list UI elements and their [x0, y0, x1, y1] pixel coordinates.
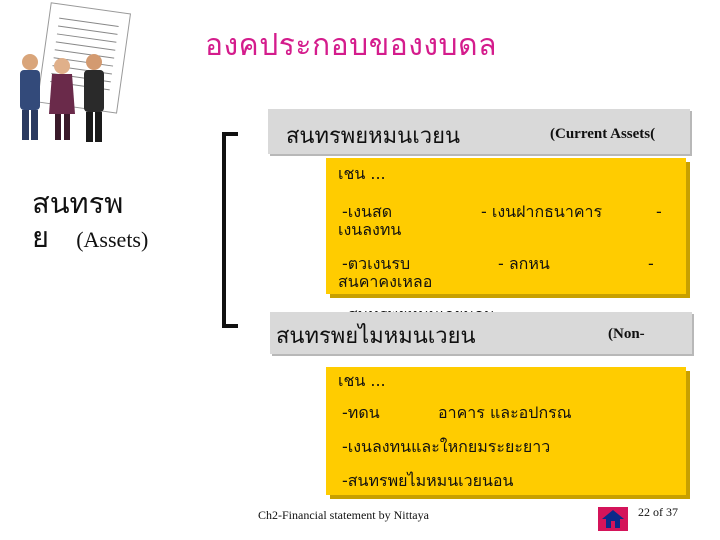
current-item-dash-2: -	[648, 254, 654, 273]
noncurrent-assets-title-th: สนทรพยไมหมนเวยน	[276, 324, 476, 349]
current-item-bank-deposit: - เงนฝากธนาคาร	[481, 202, 603, 221]
page-number: 22 of 37	[638, 505, 678, 519]
current-item-inventory: สนคาคงเหลอ	[338, 272, 433, 291]
assets-label: สนทรพ ย (Assets)	[32, 186, 222, 257]
home-icon[interactable]	[598, 507, 628, 531]
footer-caption: Ch2-Financial statement by Nittaya	[258, 508, 429, 522]
noncurrent-item-long-investment: -เงนลงทนและใหกยมระยะยาว	[342, 437, 551, 456]
current-example-label: เชน ...	[338, 164, 386, 183]
noncurrent-assets-box: เชน ... -ทดน อาคาร และอปกรณ -เงนลงทนและใ…	[326, 367, 686, 495]
bracket-top	[222, 132, 238, 136]
noncurrent-item-building: อาคาร และอปกรณ	[438, 403, 572, 422]
current-item-receivables: - ลกหน	[498, 254, 550, 273]
current-assets-title-th: สนทรพยหมนเวยน	[286, 124, 461, 149]
assets-label-en: (Assets)	[76, 227, 149, 252]
current-assets-box: เชน ... -เงนสด เงนลงทน - เงนฝากธนาคาร - …	[326, 158, 686, 294]
bracket-bottom	[222, 324, 238, 328]
current-assets-header: สนทรพยหมนเวยน (Current Assets(	[268, 109, 690, 154]
current-assets-title-en: (Current Assets(	[550, 126, 656, 142]
slide-title: องคประกอบของงบดล	[205, 28, 497, 63]
current-item-cash: -เงนสด	[342, 202, 393, 221]
noncurrent-assets-header: สนทรพยไมหมนเวยน (Non-	[270, 312, 692, 354]
noncurrent-assets-title-en: (Non-	[608, 326, 645, 342]
noncurrent-example-label: เชน ...	[338, 371, 386, 390]
assets-label-th-line2: ย	[32, 220, 49, 254]
business-people-illustration	[20, 2, 132, 142]
assets-label-th-line1: สนทรพ	[32, 186, 124, 220]
current-item-notes-receivable: -ตวเงนรบ	[342, 254, 411, 273]
current-item-dash-1: -	[656, 202, 662, 221]
current-item-investment: เงนลงทน	[338, 220, 402, 239]
bracket-vertical	[222, 134, 226, 326]
noncurrent-item-other: -สนทรพยไมหมนเวยนอน	[342, 471, 514, 490]
noncurrent-item-land: -ทดน	[342, 403, 380, 422]
